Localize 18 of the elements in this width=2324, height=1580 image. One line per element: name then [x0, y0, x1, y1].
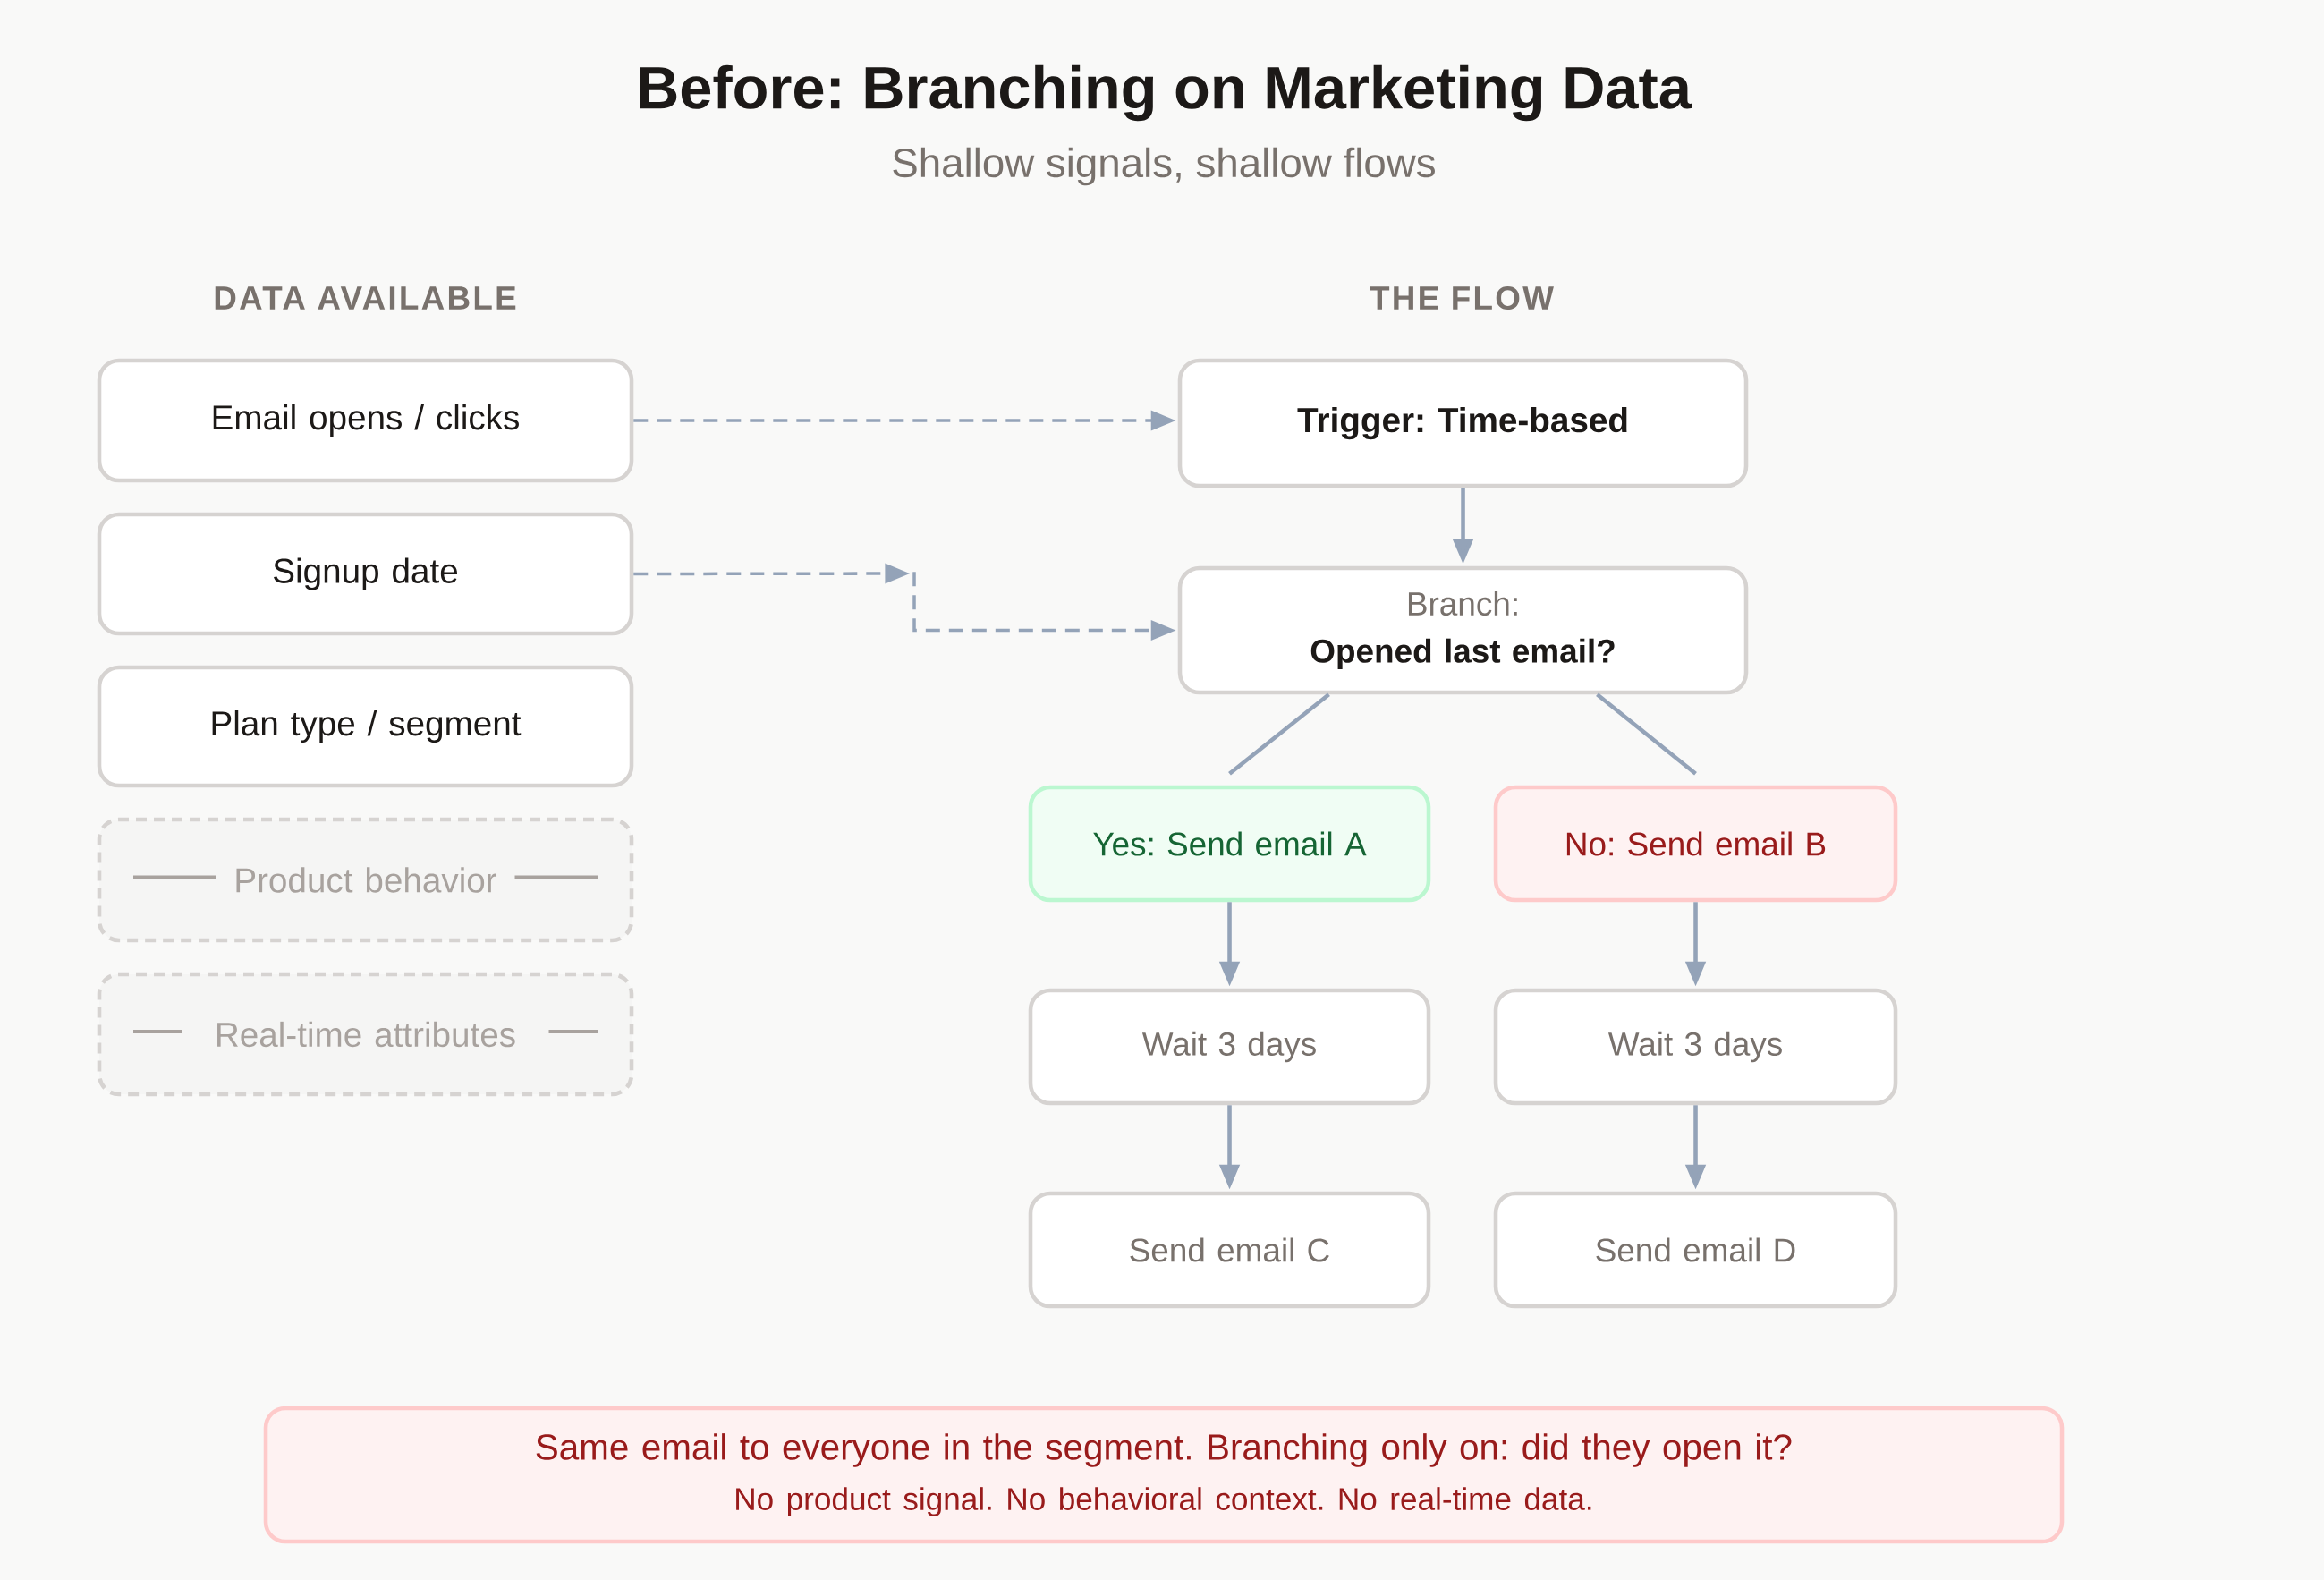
step-box: Send email C — [1028, 1191, 1431, 1309]
step-box: Send email D — [1493, 1191, 1898, 1309]
title: Before: Branching on Marketing Data — [640, 64, 1692, 122]
no-box: No: Send email B — [1493, 785, 1898, 903]
input-box: Email opens / clicks — [97, 358, 634, 483]
unavailable-box: Real-time attributes — [97, 972, 634, 1097]
step-box: Wait 3 days — [1028, 988, 1431, 1106]
column-heading: THE FLOW — [1370, 285, 1554, 310]
input-box: Plan type / segment — [97, 665, 634, 788]
branch-box: Branch: Opened last email? — [1177, 565, 1749, 695]
step-box: Wait 3 days — [1493, 988, 1898, 1106]
trigger-box: Trigger: Time-based — [1177, 358, 1749, 488]
input-box: Signup date — [97, 512, 634, 636]
column-heading: DATA AVAILABLE — [215, 286, 516, 310]
subtitle: Shallow signals, shallow flows — [893, 147, 1435, 186]
unavailable-box: Product behavior — [97, 817, 634, 943]
note-box: Same email to everyone in the segment. Branching only on: did they open it? No product signal. No behavioral context. No real-time data. — [263, 1406, 2065, 1544]
yes-box: Yes: Send email A — [1028, 785, 1431, 903]
